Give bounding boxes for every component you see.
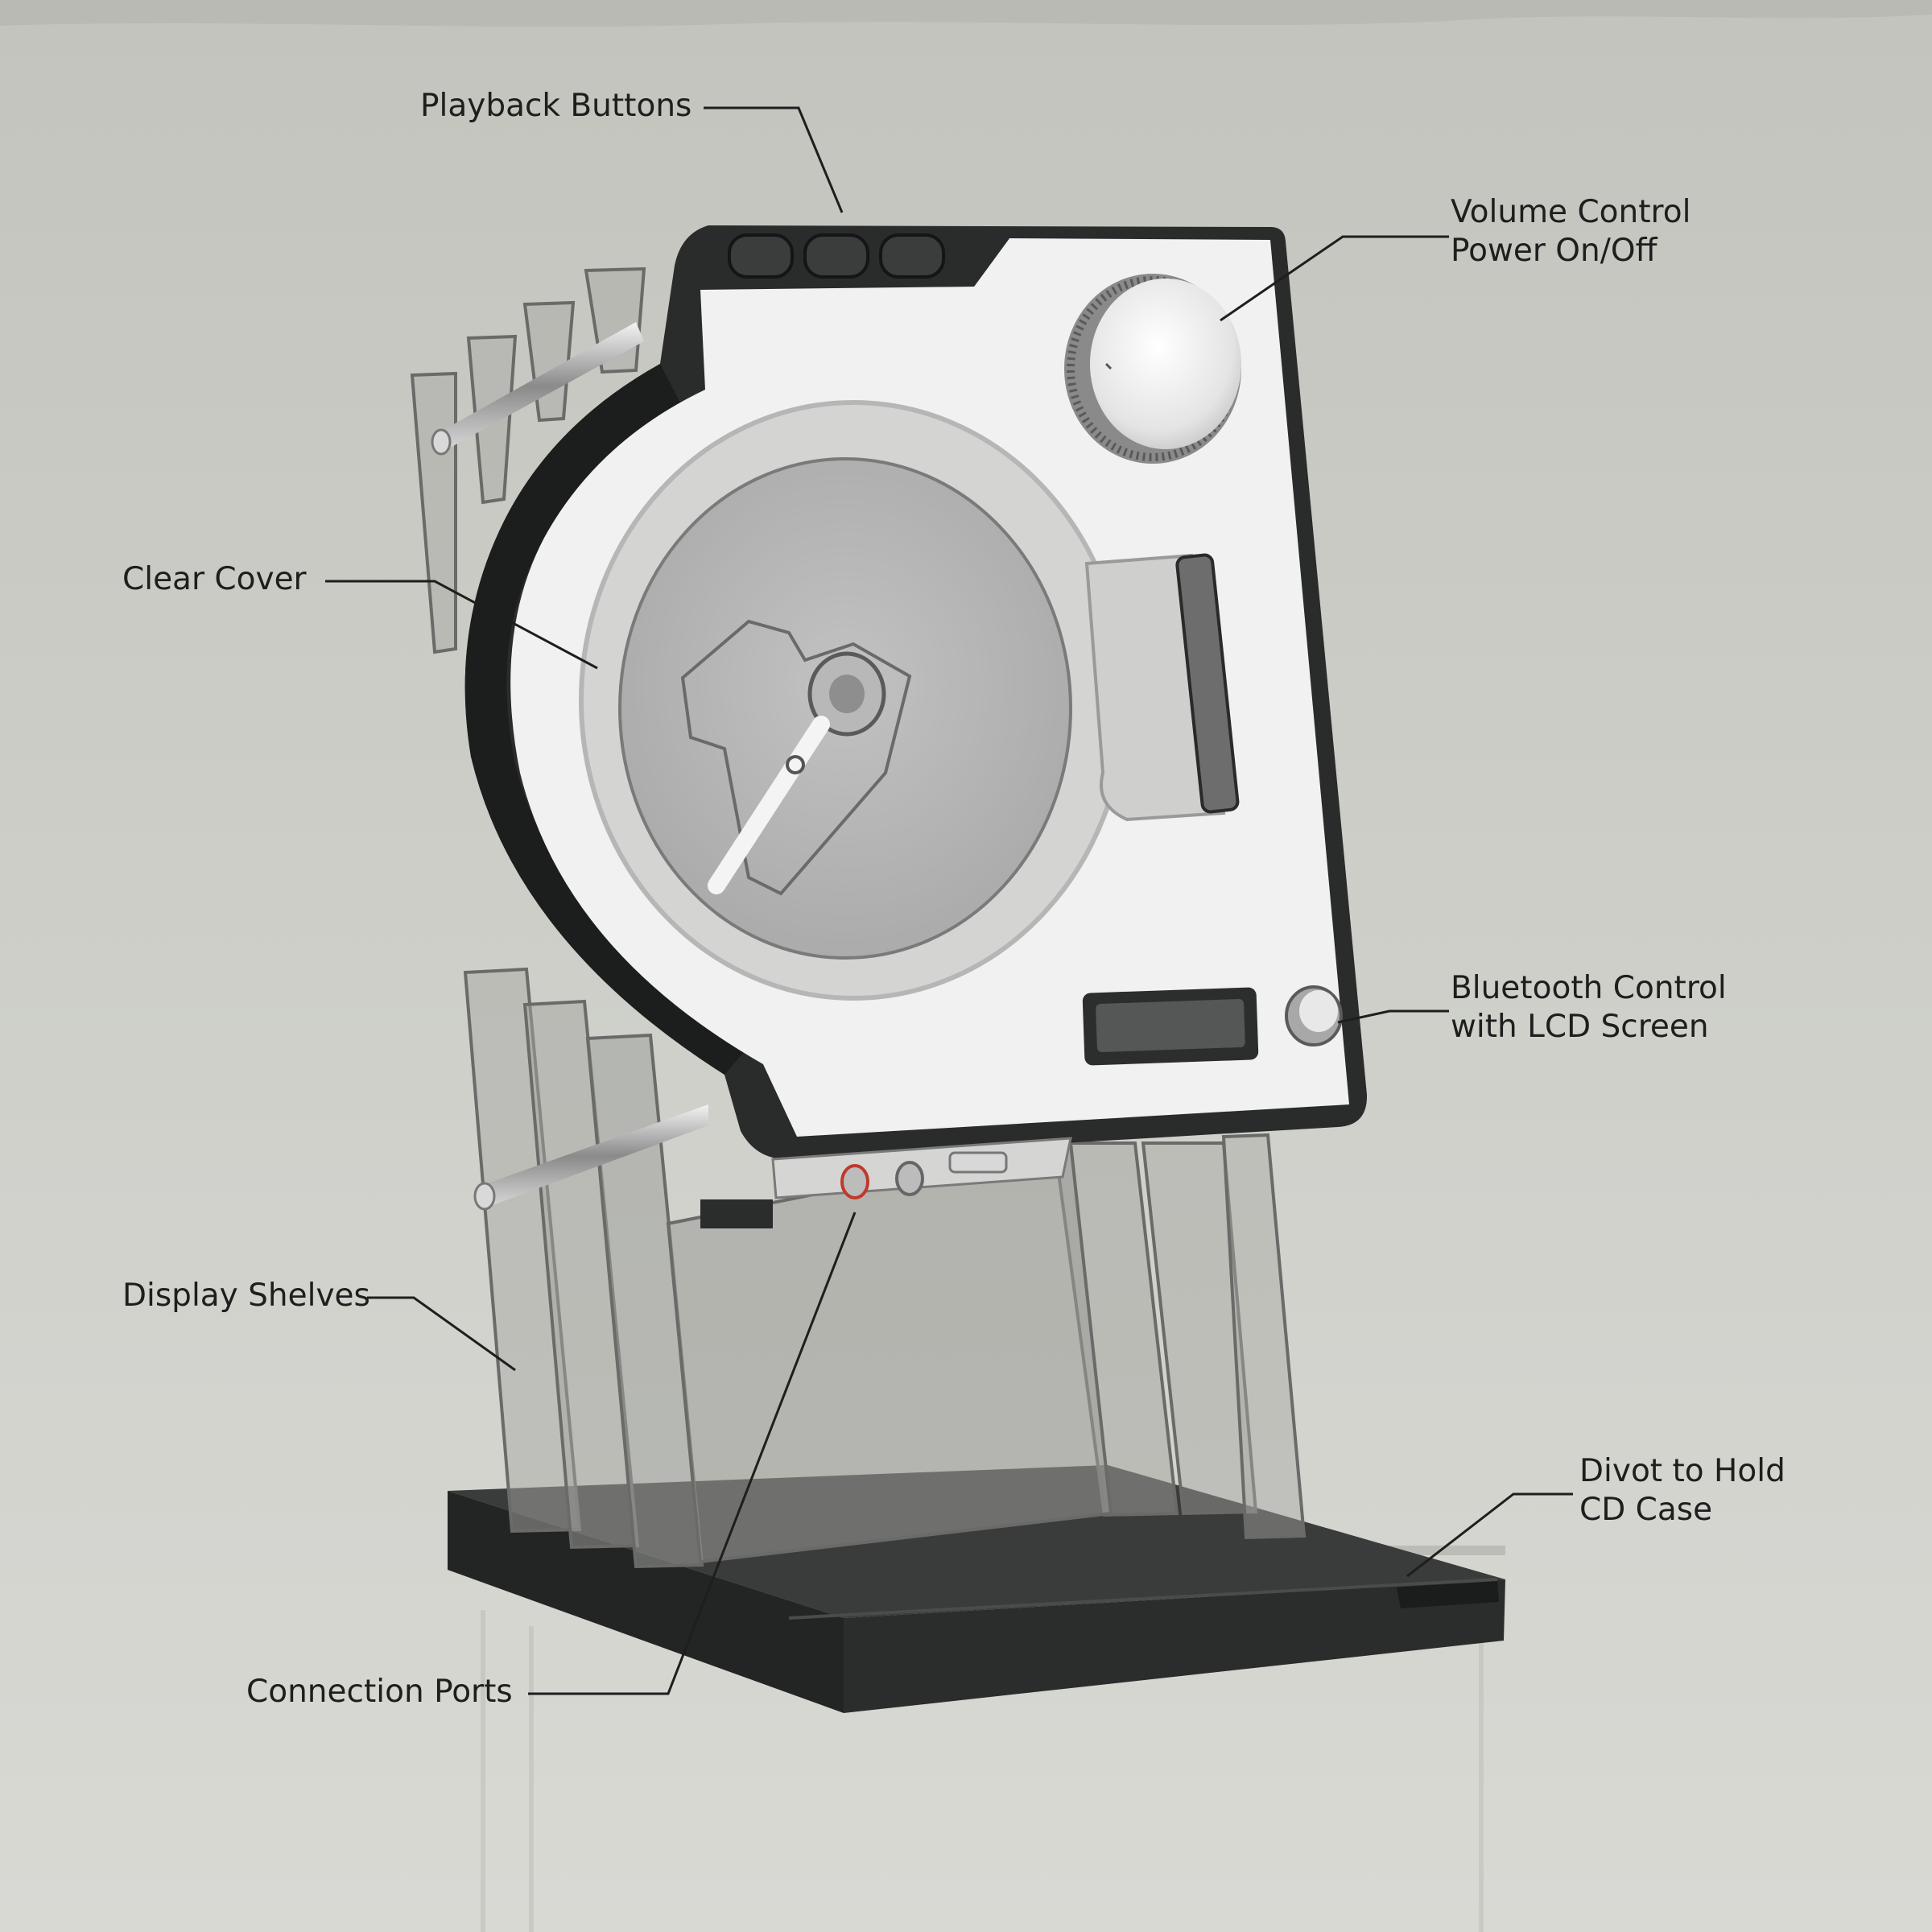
volume-knob (1064, 274, 1241, 464)
label-divot: Divot to Hold CD Case (1579, 1453, 1785, 1528)
playback-button-1 (728, 233, 794, 279)
bluetooth-lcd (1082, 985, 1343, 1066)
playback-button-3 (879, 233, 945, 279)
connection-ports (700, 1137, 1072, 1228)
base-plate (448, 1465, 1505, 1713)
label-volume-control: Volume Control Power On/Off (1451, 194, 1691, 269)
clear-cover (579, 400, 1240, 1001)
playback-buttons (728, 233, 945, 279)
support-rods (431, 322, 708, 1211)
label-clear-cover: Clear Cover (122, 561, 307, 597)
label-bluetooth-control: Bluetooth Control with LCD Screen (1451, 970, 1727, 1045)
label-connection-ports: Connection Ports (246, 1674, 513, 1710)
playback-button-2 (803, 233, 869, 279)
leader-lines (325, 106, 1573, 1695)
label-playback-buttons: Playback Buttons (420, 88, 692, 124)
label-display-shelves: Display Shelves (122, 1278, 370, 1314)
cd-case-divot (1397, 1581, 1499, 1608)
